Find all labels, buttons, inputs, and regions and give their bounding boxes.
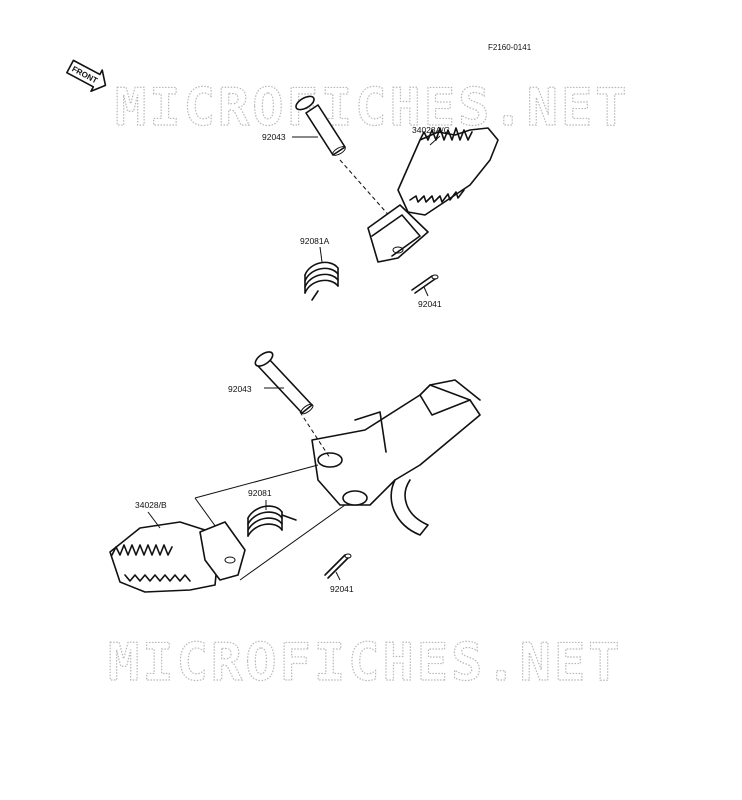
lower-assembly: 92043 92081 34028/B 92041 xyxy=(109,351,481,594)
frame-bracket-icon xyxy=(311,379,481,536)
upper-cotter-pin-label: 92041 xyxy=(418,299,442,309)
lower-spring-icon xyxy=(247,505,297,537)
lower-footpeg-icon xyxy=(109,521,246,593)
lower-pin-label: 92043 xyxy=(228,384,252,394)
upper-footpeg-icon xyxy=(367,127,499,263)
upper-spring-label: 92081A xyxy=(300,236,330,246)
upper-assembly: 92043 34028A/C 92081A 92041 xyxy=(262,95,499,309)
upper-spring-icon xyxy=(304,261,339,301)
lower-spring-label: 92081 xyxy=(248,488,272,498)
watermark-bottom: MICROFICHES.NET xyxy=(108,633,623,693)
upper-pin-icon xyxy=(295,95,346,156)
watermark-top: MICROFICHES.NET xyxy=(115,78,630,138)
lower-cotter-pin-icon xyxy=(324,553,352,579)
upper-cotter-pin-icon xyxy=(411,274,439,294)
lower-footpeg-label: 34028/B xyxy=(135,500,167,510)
drawing-code: F2160-0141 xyxy=(488,43,532,52)
lower-cotter-pin-label: 92041 xyxy=(330,584,354,594)
lower-pin-icon xyxy=(254,351,314,415)
front-arrow-icon: FRONT xyxy=(66,59,107,93)
upper-footpeg-label: 34028A/C xyxy=(412,125,450,135)
upper-pin-label: 92043 xyxy=(262,132,286,142)
